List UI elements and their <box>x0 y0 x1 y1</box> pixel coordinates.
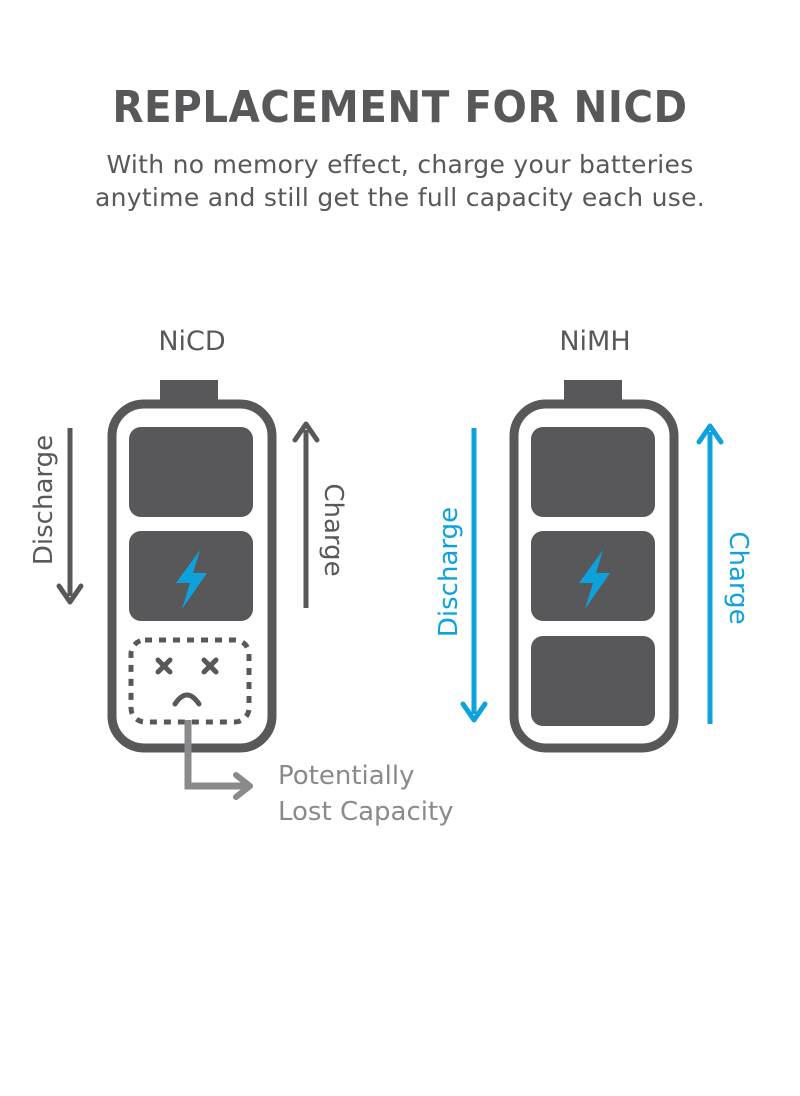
nicd-lost-cell <box>128 637 252 725</box>
nicd-lightning-bolt-icon <box>176 550 207 609</box>
nicd-battery-icon <box>107 380 277 753</box>
nimh-lightning-bolt-icon <box>579 550 610 609</box>
nimh-label: NiMH <box>559 326 630 357</box>
nimh-charge-arrow-icon <box>696 423 724 724</box>
subtitle-line-1: With no memory effect, charge your batte… <box>106 150 694 179</box>
page-title: REPLACEMENT FOR NICD <box>112 82 688 133</box>
nimh-discharge-arrow-icon <box>460 428 488 723</box>
nimh-cell-top <box>531 427 655 517</box>
nimh-discharge-label: Discharge <box>434 507 464 637</box>
nimh-battery-icon <box>509 380 679 753</box>
elbow-arrow-icon <box>184 720 253 800</box>
subtitle-line-2: anytime and still get the full capacity … <box>94 183 706 212</box>
nicd-charge-arrow-icon <box>292 421 320 608</box>
nimh-charge-label: Charge <box>723 531 753 624</box>
page-subtitle: With no memory effect, charge your batte… <box>0 148 800 214</box>
nicd-discharge-arrow-icon <box>56 428 84 605</box>
sad-face-icon <box>155 657 219 707</box>
lost-capacity-line-2: Lost Capacity <box>278 797 454 827</box>
nicd-charge-label: Charge <box>318 483 348 576</box>
nimh-cell-bottom <box>531 636 655 726</box>
nicd-discharge-label: Discharge <box>29 435 59 565</box>
lost-capacity-line-1: Potentially <box>278 761 415 791</box>
nicd-cell-top <box>129 427 253 517</box>
nicd-label: NiCD <box>158 326 225 357</box>
